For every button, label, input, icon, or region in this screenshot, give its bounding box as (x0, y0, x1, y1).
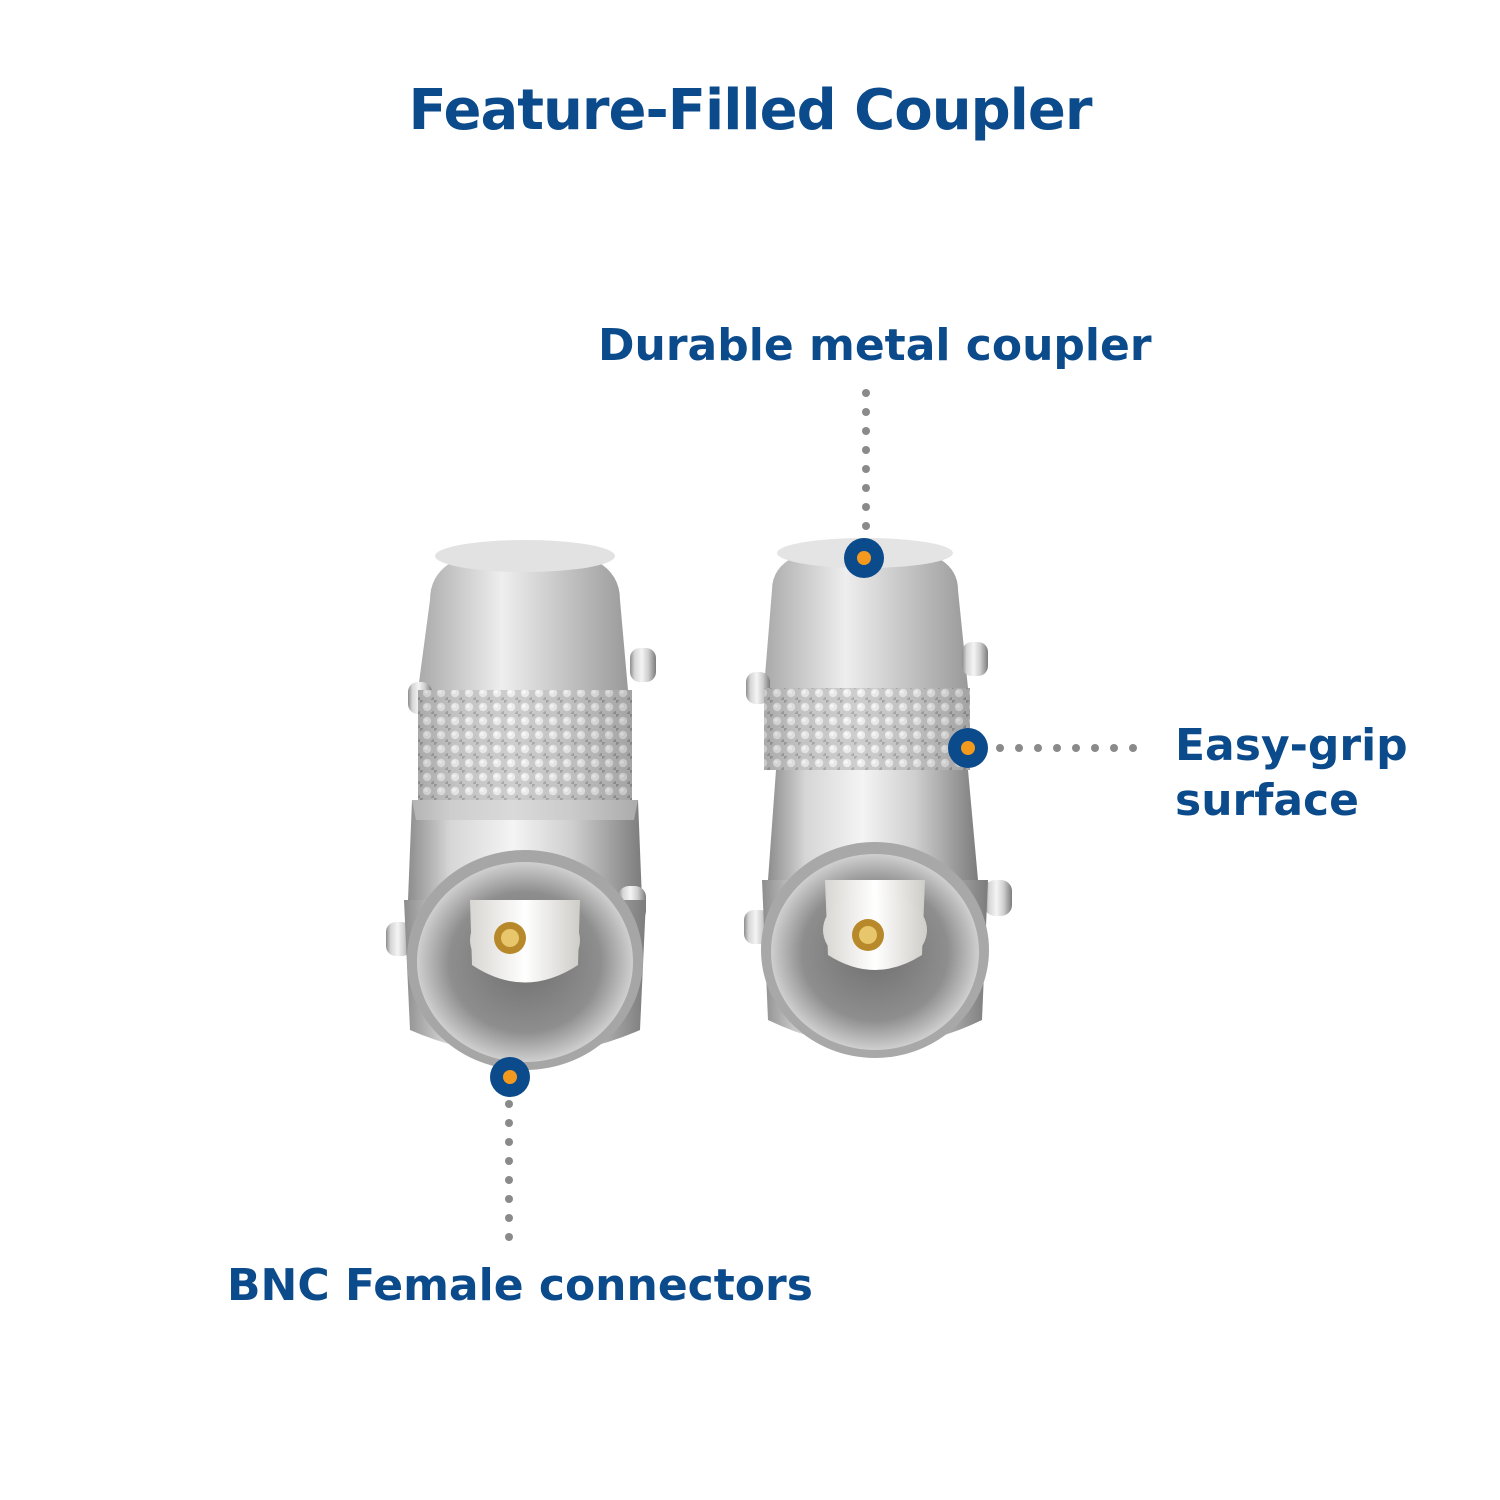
leader-lines (505, 389, 1137, 1241)
callout-label-easy-grip-line2: surface (1175, 775, 1359, 826)
callout-dot-icon (948, 728, 988, 768)
callout-label-easy-grip: Easy-grip surface (1175, 718, 1408, 828)
left-coupler (386, 540, 656, 1070)
right-coupler (744, 538, 1012, 1058)
callout-dot-icon (490, 1057, 530, 1097)
callout-label-durable-metal: Durable metal coupler (598, 320, 1152, 371)
callout-dot-icon (844, 538, 884, 578)
callout-label-easy-grip-line1: Easy-grip (1175, 720, 1408, 771)
callout-label-bnc-female: BNC Female connectors (227, 1260, 813, 1311)
page-title: Feature-Filled Coupler (408, 78, 1093, 143)
